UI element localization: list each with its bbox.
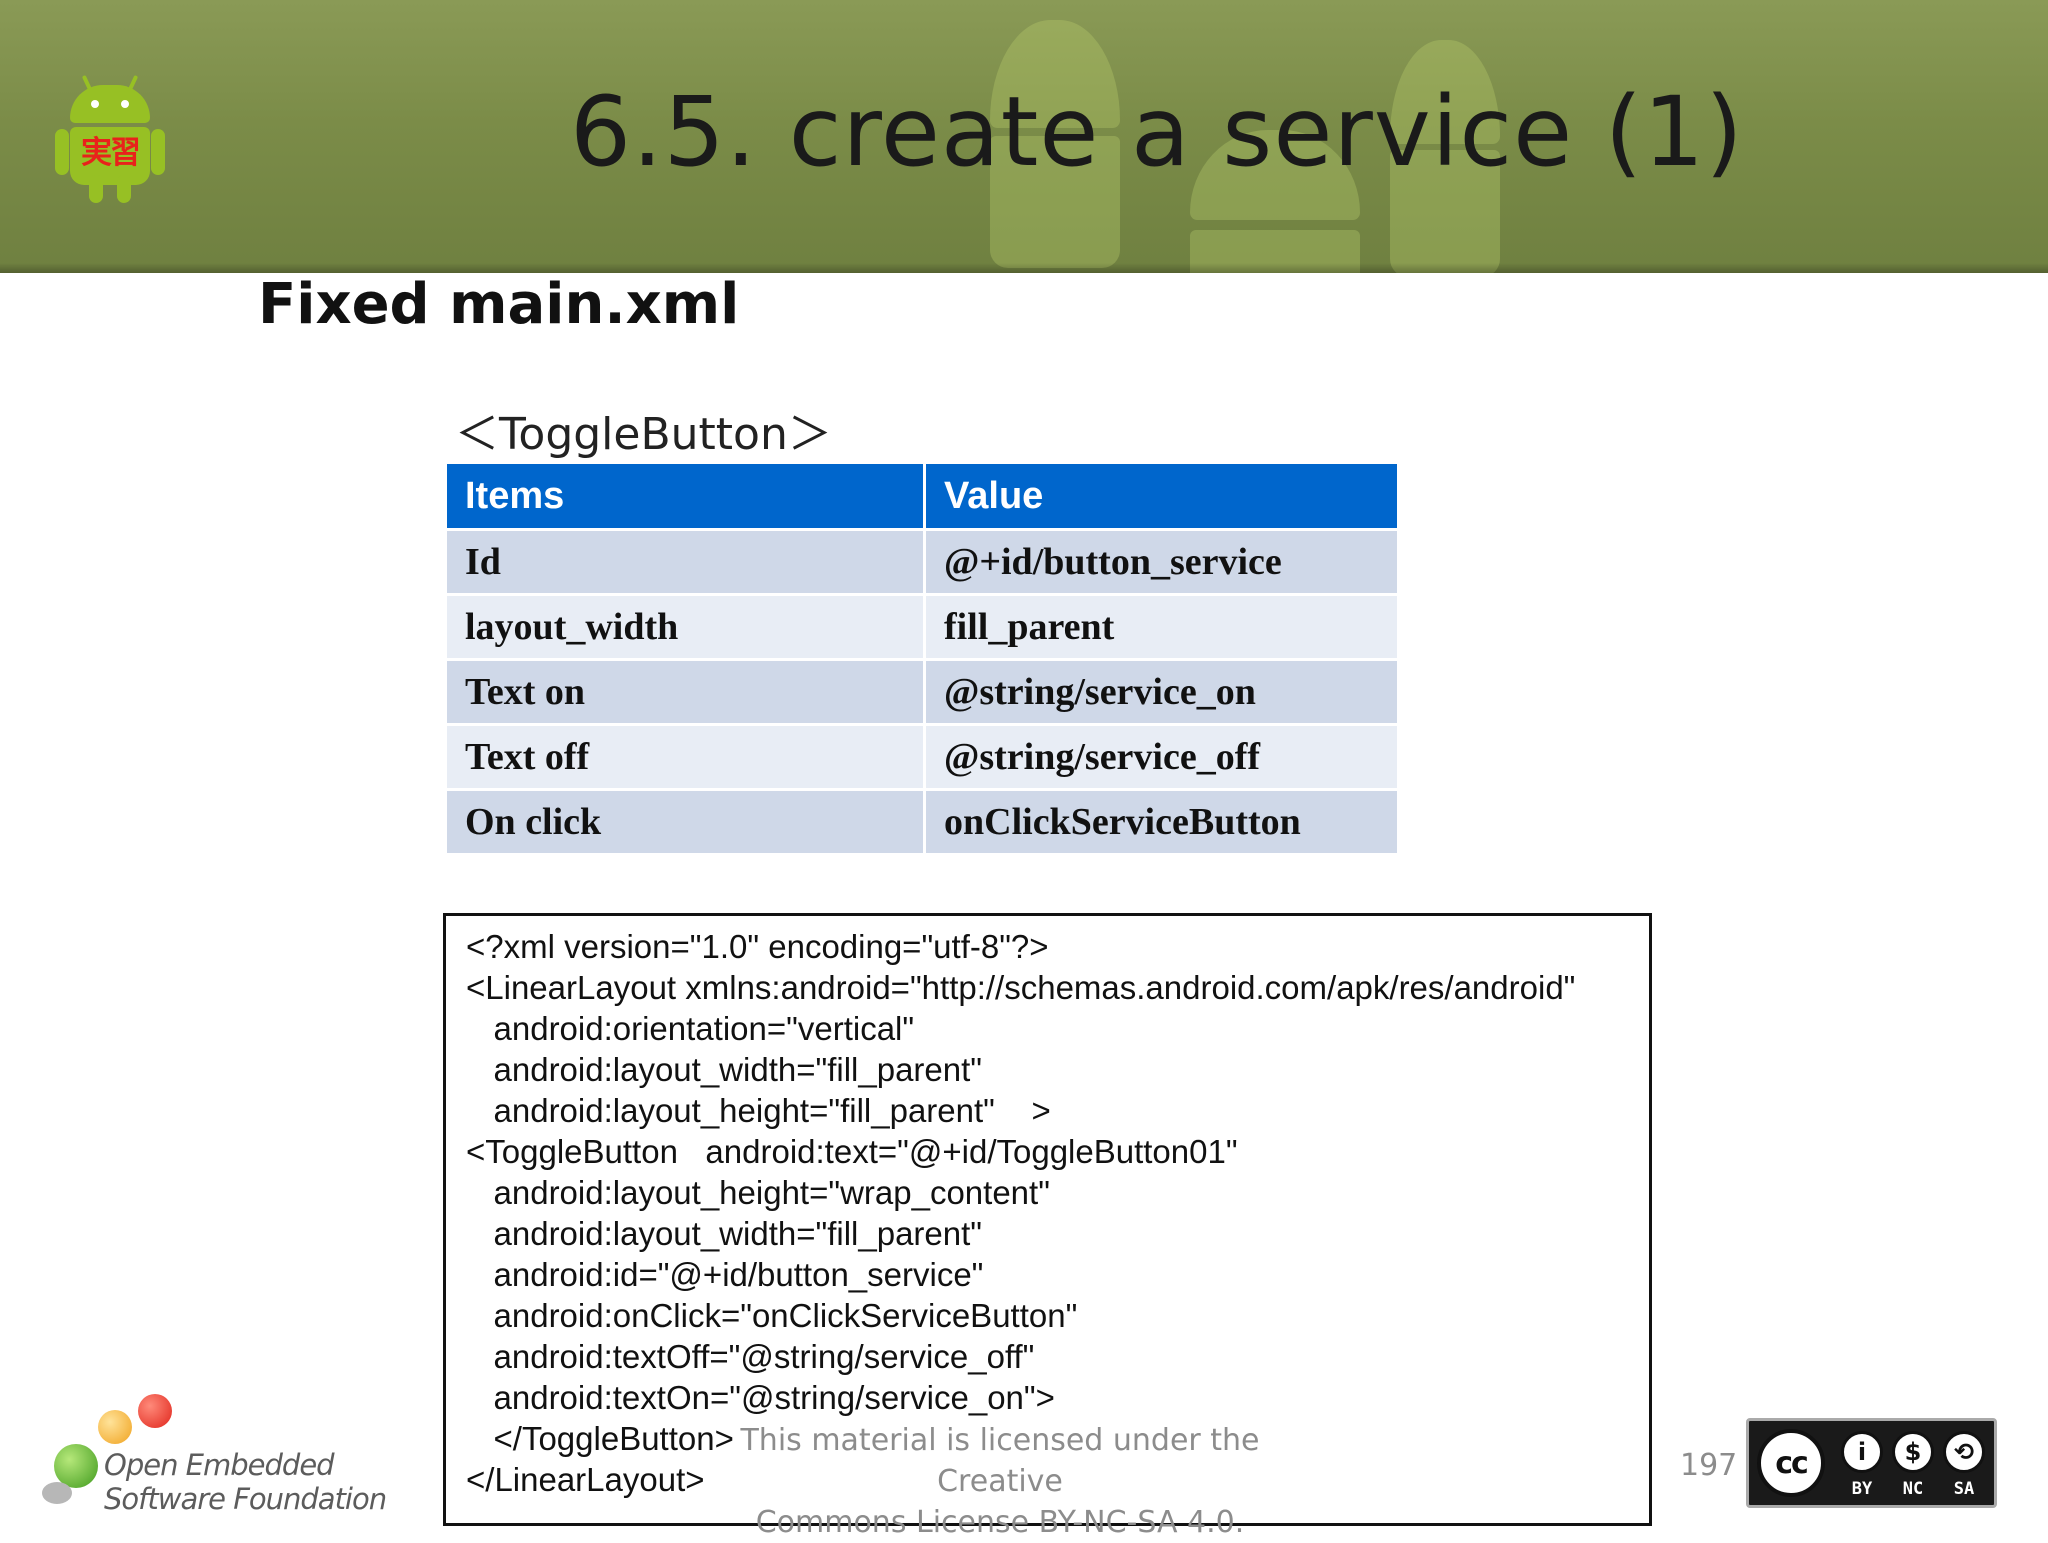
table-caption: ＜ToggleButton＞ [455,409,832,460]
table-cell-item: Id [444,528,926,596]
table-cell-value: onClickServiceButton [923,788,1400,856]
logo-dot-icon [138,1394,172,1428]
column-header: Value [923,461,1400,531]
org-name-line: Open Embedded [104,1448,335,1482]
creative-commons-badge: cc i $ ⟲ BY NC SA [1746,1418,1997,1508]
org-name-line: Software Foundation [104,1482,387,1516]
table-cell-value: @string/service_on [923,658,1400,726]
code-line: android:layout_height="wrap_content" [466,1174,1050,1211]
logo-dot-icon [54,1444,98,1488]
column-header: Items [444,461,926,531]
table-cell-value: @string/service_off [923,723,1400,791]
license-line: This material is licensed under the Crea… [740,1423,1260,1499]
code-listing-box: <?xml version="1.0" encoding="utf-8"?> <… [443,913,1652,1526]
code-line: android:orientation="vertical" [466,1010,915,1047]
code-line: </ToggleButton> [466,1420,734,1457]
table-row: Id @+id/button_service [444,528,1400,596]
section-heading: Fixed main.xml [258,272,740,337]
logo-badge-text: 実習 [81,135,141,171]
code-line: android:onClick="onClickServiceButton" [466,1297,1078,1334]
slide-title: 6.5. create a service (1) [570,76,1744,188]
cc-icon: cc [1757,1429,1825,1497]
cc-label: BY [1851,1479,1873,1499]
table-cell-item: layout_width [444,593,926,661]
code-line: android:textOn="@string/service_on"> [466,1379,1055,1416]
code-line: android:layout_height="fill_parent" > [466,1092,1051,1129]
logo-dot-icon [42,1482,72,1504]
table-cell-item: Text off [444,723,926,791]
page-number: 197 [1680,1448,1738,1483]
code-line: android:layout_width="fill_parent" [466,1215,983,1252]
slide-header: 実習 6.5. create a service (1) [0,0,2048,273]
sharealike-icon: ⟲ [1943,1431,1985,1473]
cc-label: SA [1953,1479,1975,1499]
code-line: android:id="@+id/button_service" [466,1256,984,1293]
code-line: <LinearLayout xmlns:android="http://sche… [466,969,1576,1006]
table-row: On click onClickServiceButton [444,788,1400,856]
noncommercial-icon: $ [1892,1431,1934,1473]
table-cell-item: Text on [444,658,926,726]
table-header-row: Items Value [444,461,1400,531]
table-row: Text on @string/service_on [444,658,1400,726]
android-logo-icon: 実習 [55,74,165,205]
background-android-silhouette [1390,40,1500,273]
logo-dot-icon [98,1410,132,1444]
code-line: <?xml version="1.0" encoding="utf-8"?> [466,928,1049,965]
properties-table: Items Value Id @+id/button_service layou… [444,461,1400,856]
license-notice: This material is licensed under the Crea… [700,1420,1300,1543]
license-line: Commons License BY-NC-SA 4.0. [755,1505,1245,1540]
attribution-icon: i [1841,1431,1883,1473]
code-line: android:textOff="@string/service_off" [466,1338,1035,1375]
table-cell-value: fill_parent [923,593,1400,661]
table-row: Text off @string/service_off [444,723,1400,791]
code-line: android:layout_width="fill_parent" [466,1051,983,1088]
table-cell-value: @+id/button_service [923,528,1400,596]
table-cell-item: On click [444,788,926,856]
background-android-silhouette [990,20,1120,268]
table-row: layout_width fill_parent [444,593,1400,661]
cc-label: NC [1902,1479,1924,1499]
code-line: <ToggleButton android:text="@+id/ToggleB… [466,1133,1238,1170]
code-line: </LinearLayout> [466,1461,705,1498]
oesf-logo: Open Embedded Software Foundation [38,1390,398,1520]
